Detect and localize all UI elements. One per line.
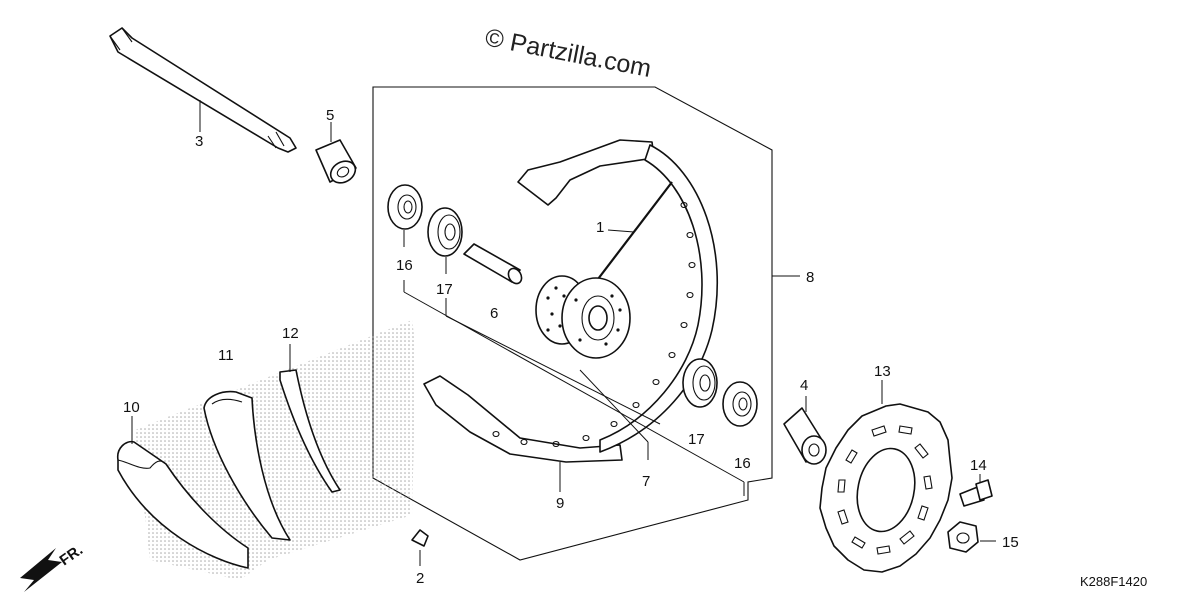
callout-16-left[interactable]: 16 (396, 257, 413, 274)
callout-8[interactable]: 8 (806, 269, 814, 286)
leader-line-1 (607, 229, 635, 233)
callout-12[interactable]: 12 (282, 325, 299, 342)
part-collar[interactable] (315, 122, 359, 187)
callout-10[interactable]: 10 (123, 399, 140, 416)
callout-16-right[interactable]: 16 (734, 455, 751, 472)
part-axle[interactable] (109, 27, 297, 153)
wheel-hub[interactable] (535, 275, 631, 359)
callout-5[interactable]: 5 (326, 107, 334, 124)
callout-6[interactable]: 6 (490, 305, 498, 322)
callout-4[interactable]: 4 (800, 377, 808, 394)
callout-13[interactable]: 13 (874, 363, 891, 380)
callout-3[interactable]: 3 (195, 133, 203, 150)
callout-11[interactable]: 11 (218, 347, 234, 364)
callout-17-right[interactable]: 17 (688, 431, 705, 448)
part-brake-disc[interactable] (819, 380, 953, 573)
leader-line-7 (579, 369, 649, 443)
part-front-fender[interactable] (116, 416, 249, 569)
part-fender-plate[interactable] (279, 344, 341, 493)
part-distance-collar[interactable] (463, 243, 524, 286)
fender-shadow (135, 320, 416, 580)
callout-15[interactable]: 15 (1002, 534, 1019, 551)
part-bearing-left[interactable] (427, 207, 463, 274)
part-nut[interactable] (947, 521, 996, 553)
callout-1[interactable]: 1 (596, 219, 604, 236)
watermark-text: © Partzilla.com (483, 23, 654, 83)
callout-14[interactable]: 14 (970, 457, 987, 474)
diagram-reference-code: K288F1420 (1080, 574, 1147, 589)
front-direction-indicator: FR. (20, 541, 86, 592)
direction-label: FR. (57, 541, 87, 569)
part-side-collar[interactable] (783, 396, 827, 465)
part-bearing-right[interactable] (682, 358, 718, 408)
part-disc-bolt[interactable] (959, 474, 993, 507)
part-dust-seal-right[interactable] (722, 381, 758, 427)
part-fender-stay[interactable] (203, 390, 291, 541)
callout-7[interactable]: 7 (642, 473, 650, 490)
callout-17-left[interactable]: 17 (436, 281, 453, 298)
callout-2[interactable]: 2 (416, 570, 424, 587)
wheel-assembly-frame (372, 86, 773, 561)
part-dust-seal-left[interactable] (387, 184, 423, 247)
leader-line-17-shared (445, 315, 661, 425)
part-clip[interactable] (411, 529, 429, 566)
callout-9[interactable]: 9 (556, 495, 564, 512)
